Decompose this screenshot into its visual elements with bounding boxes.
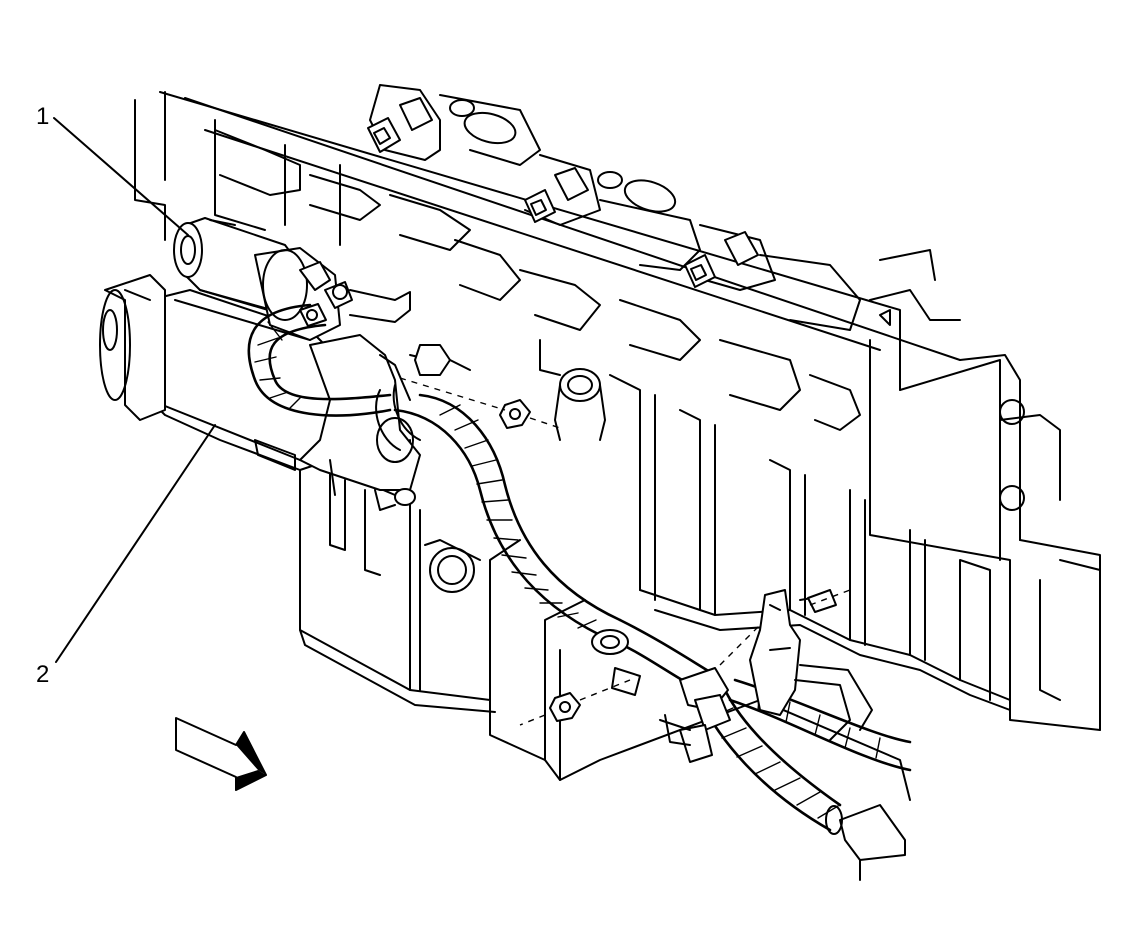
- callout-1: 1: [36, 103, 189, 236]
- manifold-bolt-3: [524, 189, 556, 223]
- manifold-bolt-4: [554, 167, 589, 201]
- callout-label-2: 2: [36, 661, 49, 688]
- callout-1-leader: [53, 117, 189, 236]
- callout-label-1: 1: [36, 103, 49, 130]
- starter-nut: [499, 399, 531, 429]
- callout-2: 2: [36, 424, 216, 688]
- engine-block: [134, 91, 1101, 881]
- manifold-bolt-6: [724, 231, 759, 266]
- harness-connector: [659, 667, 731, 763]
- callout-2-leader: [55, 424, 216, 663]
- harness-nut: [549, 692, 581, 722]
- starter-motor: [99, 217, 471, 511]
- ground-strap-bracket: [749, 589, 873, 741]
- manifold-bolt-2: [399, 97, 433, 131]
- starter-terminal: [299, 261, 411, 327]
- wiring-harness: [247, 303, 912, 835]
- harness-clip: [591, 629, 641, 696]
- exhaust-manifold: [214, 84, 891, 441]
- manifold-bolt-5: [684, 254, 716, 288]
- mounting-hardware: [399, 377, 851, 726]
- forward-direction-arrow-icon: [175, 717, 267, 791]
- starter-mounting-bolt: [409, 344, 471, 376]
- manifold-bolt-1: [367, 117, 401, 153]
